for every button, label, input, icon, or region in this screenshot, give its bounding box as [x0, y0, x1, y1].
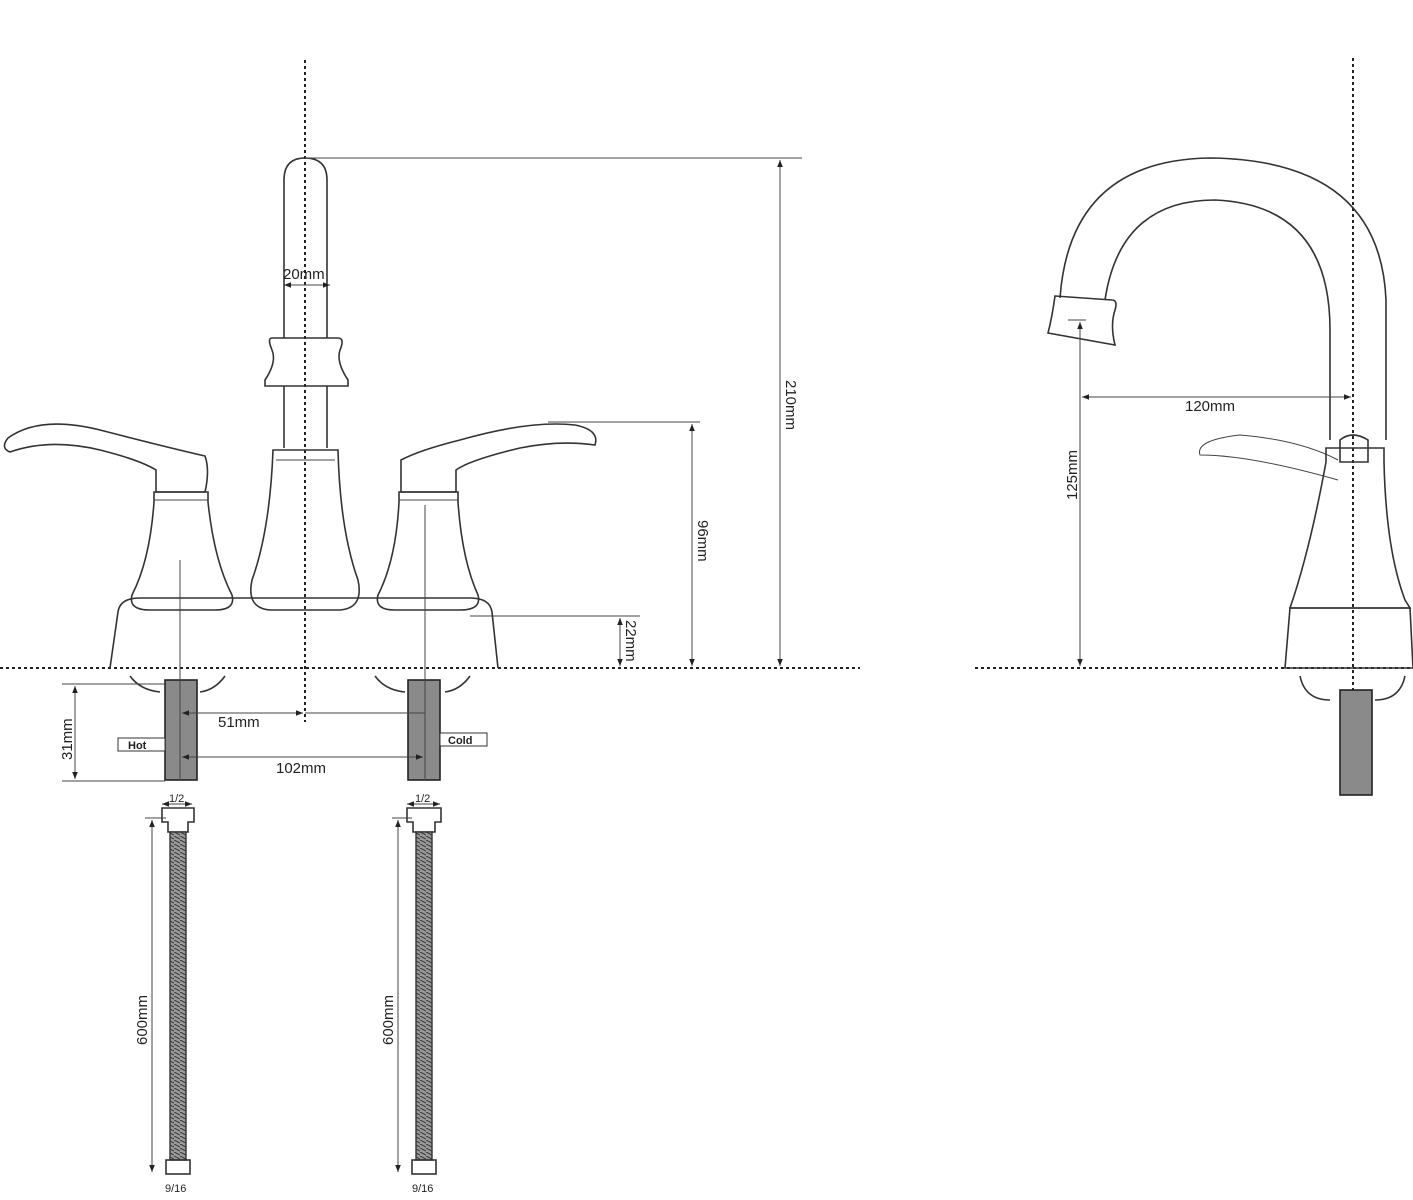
handle-height-label: 96mm: [694, 520, 711, 562]
hose-bottom-fitting-label: 9/16: [165, 1183, 186, 1195]
hot-shank: [164, 679, 198, 781]
front-view: 20mm 210mm 96mm 22mm 51mm 102mm 31mm Hot…: [0, 60, 860, 1195]
side-view: 120mm 125mm: [975, 58, 1413, 796]
spread-label: 102mm: [276, 760, 326, 777]
spout-clearance-label: 125mm: [1064, 450, 1081, 500]
hose-length-label: 600mm: [380, 995, 397, 1045]
spout-reach-label: 120mm: [1185, 398, 1235, 415]
base: [1284, 607, 1413, 669]
hose-top-fitting-label: 1/2: [169, 793, 184, 805]
hot-nut: [129, 675, 226, 693]
spout-width-label: 20mm: [283, 266, 325, 283]
base-height-label: 22mm: [622, 620, 639, 662]
hot-handle: [3, 423, 234, 611]
shank: [1339, 689, 1373, 796]
cold-handle: [376, 423, 597, 611]
cold-shank: [407, 679, 441, 781]
cold-supply-hose: 1/2 600mm 9/16: [380, 793, 442, 1195]
cold-label: Cold: [448, 735, 472, 747]
hot-supply-hose: 1/2 600mm 9/16: [134, 793, 195, 1195]
hose-length-label: 600mm: [134, 995, 151, 1045]
spout: [250, 157, 360, 611]
hot-label: Hot: [128, 740, 147, 752]
shank-length-label: 31mm: [59, 718, 76, 760]
total-height-label: 210mm: [782, 380, 799, 430]
lever-handle: [1199, 434, 1339, 481]
hose-bottom-fitting-label: 9/16: [412, 1183, 433, 1195]
half-spread-label: 51mm: [218, 714, 260, 731]
gooseneck-spout: [1047, 157, 1387, 440]
base-plate: [109, 597, 499, 669]
hose-top-fitting-label: 1/2: [415, 793, 430, 805]
cold-nut: [374, 675, 471, 693]
